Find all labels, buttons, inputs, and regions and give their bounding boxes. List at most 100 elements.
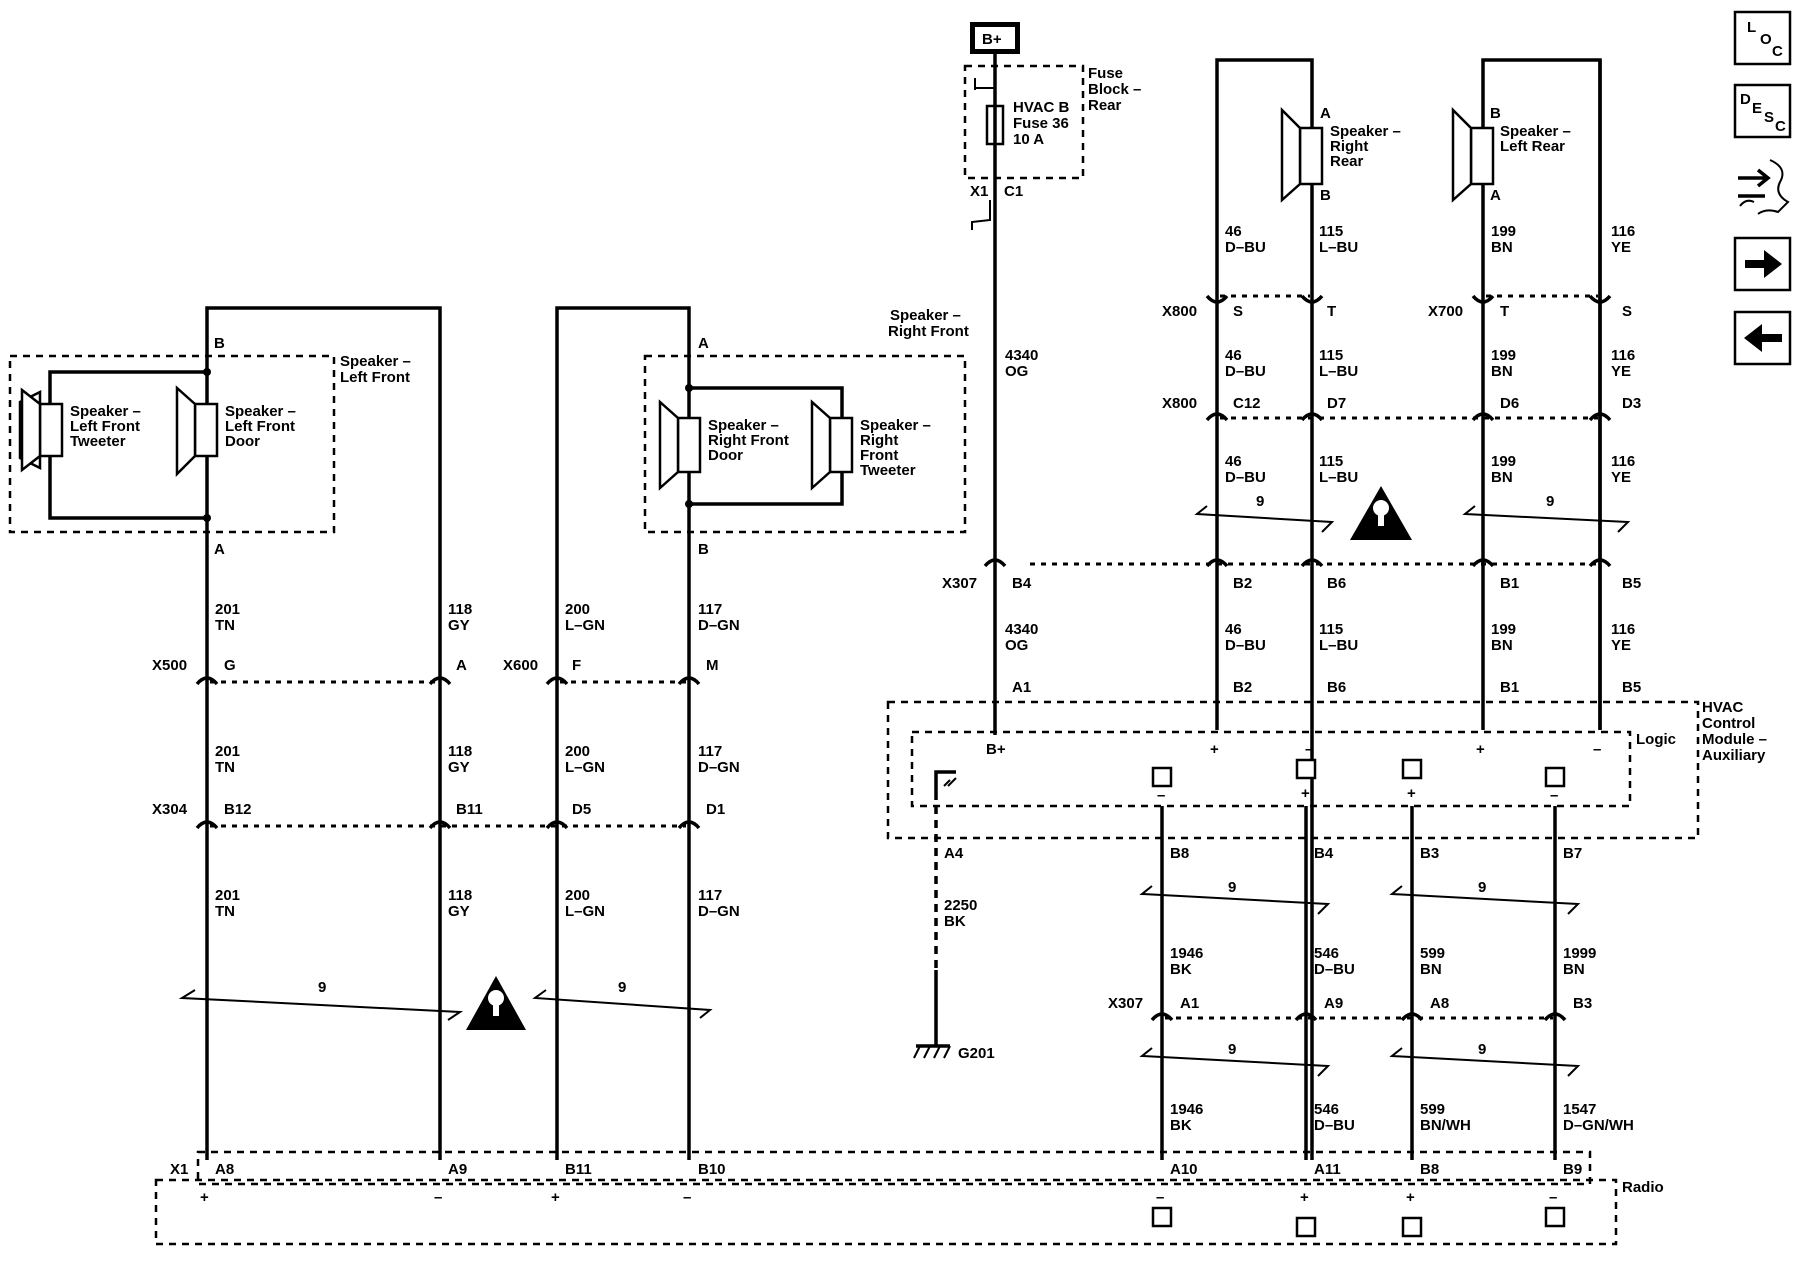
svg-text:HVAC: HVAC — [1702, 699, 1744, 716]
svg-text:A: A — [698, 335, 709, 352]
svg-text:D–BU: D–BU — [1225, 239, 1266, 256]
hvac-output-pins: B8 B4 B3 B7 — [1170, 845, 1582, 862]
svg-text:Tweeter: Tweeter — [860, 462, 916, 479]
previous-page-button[interactable] — [1733, 310, 1792, 366]
svg-text:BN/WH: BN/WH — [1420, 1117, 1471, 1134]
svg-text:B8: B8 — [1420, 1161, 1439, 1178]
caution-icon-rear — [1350, 486, 1412, 540]
svg-text:+: + — [551, 1189, 560, 1206]
svg-text:X1: X1 — [970, 183, 988, 200]
svg-text:118: 118 — [448, 887, 472, 904]
speaker-right-rear: A B Speaker – Right Rear — [1215, 58, 1401, 1160]
svg-text:Front: Front — [860, 447, 898, 464]
svg-text:Speaker –: Speaker – — [225, 403, 296, 420]
svg-text:9: 9 — [318, 979, 326, 996]
svg-text:O: O — [1760, 31, 1772, 48]
svg-text:X600: X600 — [503, 657, 538, 674]
svg-text:9: 9 — [1546, 493, 1554, 510]
svg-text:–: – — [1157, 787, 1165, 804]
svg-text:BN: BN — [1491, 469, 1513, 486]
repair-tools-icon[interactable] — [1738, 159, 1790, 215]
svg-text:S: S — [1764, 109, 1774, 126]
svg-text:YE: YE — [1611, 239, 1631, 256]
svg-text:Left Rear: Left Rear — [1500, 138, 1565, 155]
svg-text:TN: TN — [215, 759, 235, 776]
svg-text:L: L — [1747, 19, 1756, 36]
svg-text:B+: B+ — [982, 31, 1002, 48]
svg-text:+: + — [1300, 1189, 1309, 1206]
svg-text:B12: B12 — [224, 801, 252, 818]
svg-text:Right: Right — [860, 432, 898, 449]
svg-text:Control: Control — [1702, 715, 1755, 732]
svg-text:L–GN: L–GN — [565, 617, 605, 634]
svg-text:G201: G201 — [958, 1045, 995, 1062]
svg-text:YE: YE — [1611, 637, 1631, 654]
svg-text:Block –: Block – — [1088, 81, 1141, 98]
svg-text:C1: C1 — [1004, 183, 1023, 200]
svg-text:BN: BN — [1491, 637, 1513, 654]
svg-text:B11: B11 — [456, 801, 483, 818]
connector-x304: X304 B12 B11 D5 D1 — [152, 801, 725, 830]
svg-text:115: 115 — [1319, 347, 1343, 364]
svg-text:+: + — [1407, 785, 1416, 802]
svg-text:Logic: Logic — [1636, 731, 1676, 748]
svg-text:L–BU: L–BU — [1319, 469, 1358, 486]
svg-text:HVAC B: HVAC B — [1013, 99, 1070, 116]
twisted-pair-left: 9 9 — [178, 979, 713, 1021]
svg-text:D–GN: D–GN — [698, 903, 740, 920]
svg-text:TN: TN — [215, 903, 235, 920]
svg-text:Radio: Radio — [1622, 1179, 1664, 1196]
svg-text:X700: X700 — [1428, 303, 1463, 320]
svg-text:Speaker –: Speaker – — [70, 403, 141, 420]
svg-text:L–GN: L–GN — [565, 759, 605, 776]
svg-text:S: S — [1233, 303, 1243, 320]
svg-text:Right Front: Right Front — [708, 432, 789, 449]
svg-text:Speaker –: Speaker – — [1500, 123, 1571, 140]
svg-text:115: 115 — [1319, 453, 1343, 470]
svg-text:199: 199 — [1491, 621, 1516, 638]
svg-text:D7: D7 — [1327, 395, 1346, 412]
svg-text:116: 116 — [1611, 223, 1635, 240]
svg-text:–: – — [1593, 741, 1601, 758]
svg-text:115: 115 — [1319, 621, 1343, 638]
svg-text:L–GN: L–GN — [565, 903, 605, 920]
svg-text:B5: B5 — [1622, 575, 1641, 592]
svg-text:B5: B5 — [1622, 679, 1641, 696]
svg-text:199: 199 — [1491, 223, 1516, 240]
svg-text:BK: BK — [1170, 1117, 1192, 1134]
svg-text:A8: A8 — [215, 1161, 234, 1178]
connector-x307-lower: X307 A1 A9 A8 B3 — [1108, 995, 1592, 1022]
svg-text:A10: A10 — [1170, 1161, 1198, 1178]
svg-text:201: 201 — [215, 887, 240, 904]
svg-text:D–BU: D–BU — [1225, 469, 1266, 486]
svg-text:B3: B3 — [1573, 995, 1592, 1012]
bplus-source: B+ — [970, 22, 1020, 110]
svg-text:D–BU: D–BU — [1225, 363, 1266, 380]
svg-text:B4: B4 — [1012, 575, 1032, 592]
loc-button[interactable]: L O C — [1733, 10, 1792, 66]
svg-text:1946: 1946 — [1170, 1101, 1203, 1118]
svg-text:B9: B9 — [1563, 1161, 1582, 1178]
svg-text:Left Front: Left Front — [340, 369, 410, 386]
svg-text:C: C — [1772, 43, 1783, 60]
svg-text:B8: B8 — [1170, 845, 1189, 862]
svg-text:GY: GY — [448, 617, 470, 634]
svg-text:T: T — [1500, 303, 1509, 320]
svg-text:46: 46 — [1225, 621, 1242, 638]
svg-text:–: – — [1156, 1189, 1164, 1206]
desc-button[interactable]: D E S C — [1733, 83, 1792, 139]
svg-text:B3: B3 — [1420, 845, 1439, 862]
svg-text:OG: OG — [1005, 637, 1028, 654]
next-page-button[interactable] — [1733, 236, 1792, 292]
svg-text:C12: C12 — [1233, 395, 1261, 412]
svg-text:B6: B6 — [1327, 575, 1346, 592]
svg-text:A9: A9 — [448, 1161, 467, 1178]
svg-text:X500: X500 — [152, 657, 187, 674]
svg-text:D–BU: D–BU — [1225, 637, 1266, 654]
svg-text:Right Front: Right Front — [888, 323, 969, 340]
connector-x800-x700-top: X800 S T X700 T S — [1162, 294, 1632, 320]
svg-text:A4: A4 — [944, 845, 964, 862]
svg-text:D3: D3 — [1622, 395, 1641, 412]
svg-text:46: 46 — [1225, 223, 1242, 240]
svg-text:Speaker –: Speaker – — [860, 417, 931, 434]
